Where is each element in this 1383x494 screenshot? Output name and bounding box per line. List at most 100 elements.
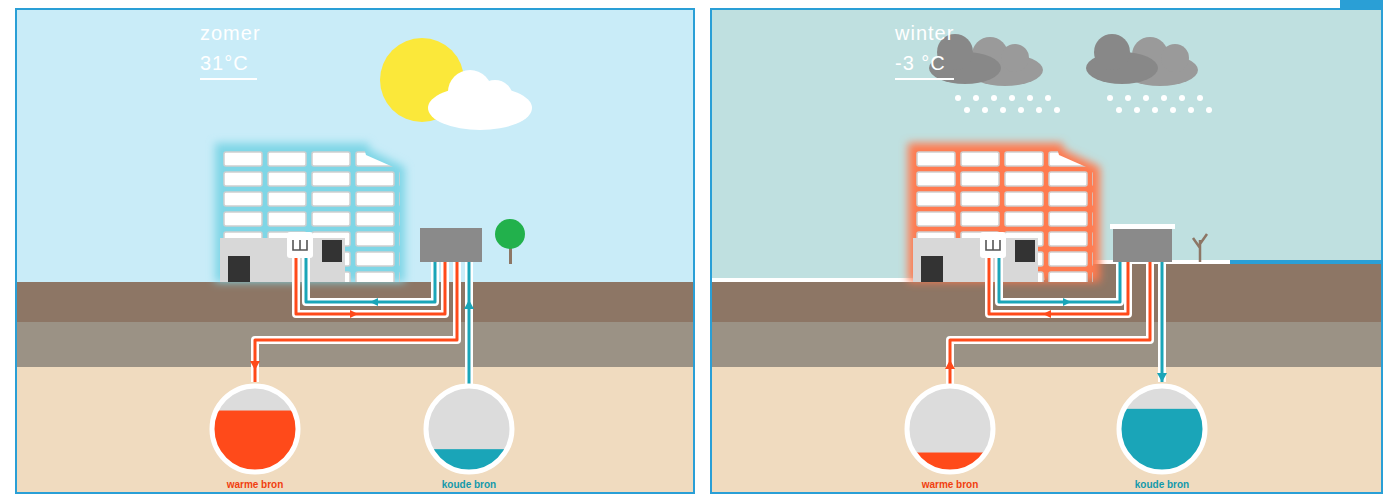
tank-outline-part <box>907 386 993 472</box>
source-tank: warme bron <box>895 383 1005 494</box>
tank-outline <box>904 383 996 475</box>
source-tank: koude bron <box>414 383 524 494</box>
tank-outline <box>423 383 515 475</box>
winter-scene-part <box>1015 240 1035 262</box>
tank-label: koude bron <box>1107 479 1217 490</box>
pipe-connector-part <box>945 360 955 369</box>
winter-scene-part-part <box>1116 107 1122 113</box>
winter-scene-part <box>1110 224 1175 229</box>
winter-scene-part <box>986 240 1000 250</box>
summer-scene-part-part <box>306 258 435 302</box>
pipe-connector-part <box>464 300 474 309</box>
winter-scene-part-part <box>1197 95 1203 101</box>
summer-scene-part <box>287 232 313 258</box>
winter-scene-part-part <box>973 95 979 101</box>
summer-scene-part-part <box>370 298 378 306</box>
winter-scene-part-part <box>1152 107 1158 113</box>
summer-scene-part-part <box>477 80 513 116</box>
winter-scene-part-part <box>999 258 1120 302</box>
winter-scene-part <box>955 95 1212 113</box>
winter-scene-part <box>921 256 943 282</box>
winter-scene-part-part <box>1036 107 1042 113</box>
summer-scene-part <box>293 240 307 250</box>
pipe-connector-part <box>468 262 471 385</box>
winter-scene-part <box>1113 228 1172 262</box>
pipe-connector-part <box>465 262 473 385</box>
winter-scene-part <box>980 232 1006 258</box>
summer-scene-part <box>350 298 378 318</box>
temperature: 31°C <box>200 52 257 80</box>
winter-scene-part <box>989 258 1128 314</box>
winter-scene-part-part <box>1107 95 1113 101</box>
summer-scene-part <box>420 228 482 262</box>
winter-scene-part <box>913 238 1038 282</box>
winter-scene-part-part <box>1063 298 1071 306</box>
winter-scene-part-part <box>1170 107 1176 113</box>
summer-scene-part <box>15 367 695 494</box>
winter-scene-part-part <box>1143 95 1149 101</box>
summer-scene-part <box>15 8 695 494</box>
tank-label: warme bron <box>895 479 1005 490</box>
tank-outline-part <box>1119 386 1205 472</box>
source-tank: warme bron <box>200 383 310 494</box>
winter-scene-part-part <box>1179 95 1185 101</box>
pipe-connector-part <box>1161 262 1164 382</box>
tank-outline-part <box>212 386 298 472</box>
winter-scene-part-part <box>1018 107 1024 113</box>
winter-scene-part <box>710 8 1383 494</box>
pipe-connector-part <box>255 262 457 382</box>
summer-scene-part <box>322 240 342 262</box>
tank-outline <box>1116 383 1208 475</box>
winter-scene-part <box>929 34 1158 84</box>
pipe-connector-part <box>255 262 457 382</box>
winter-scene-part-part <box>1161 44 1189 72</box>
winter-scene-part-part <box>1009 95 1015 101</box>
winter-scene-part <box>710 322 1383 368</box>
summer-scene-part <box>220 238 345 282</box>
summer-scene-part <box>428 70 532 130</box>
winter-scene-part-part <box>1054 107 1060 113</box>
winter-scene-part-part <box>982 107 988 113</box>
summer-scene-part <box>296 258 445 314</box>
pipe-connector-part <box>250 361 260 370</box>
pipe-connector <box>945 262 1167 385</box>
winter-scene-part <box>1193 234 1207 262</box>
winter-scene-part-part <box>991 95 997 101</box>
winter-scene-part-part <box>999 258 1120 302</box>
winter-scene-part-part <box>1043 310 1051 318</box>
summer-scene-part <box>15 322 695 368</box>
temperature: -3 °C <box>895 52 954 80</box>
winter-scene-part-part <box>1161 95 1167 101</box>
season-title: winter <box>895 22 954 45</box>
winter-scene-part-part <box>1027 95 1033 101</box>
pipe-connector-part <box>1158 262 1166 382</box>
winter-scene-part-part <box>1188 107 1194 113</box>
tank-outline-part <box>209 411 301 475</box>
winter-scene-part-part <box>1045 95 1051 101</box>
summer-scene-part <box>228 256 250 282</box>
season-panel: winter -3 °C warme bron koude bron <box>710 8 1383 494</box>
season-title: zomer <box>200 22 261 45</box>
tank-outline-part <box>426 386 512 472</box>
tank-outline <box>209 383 301 475</box>
winter-scene-part-part <box>1134 107 1140 113</box>
summer-scene-part-part <box>296 258 445 314</box>
winter-scene-part-part <box>955 95 961 101</box>
winter-scene-part <box>908 143 1100 282</box>
summer-scene-part-part <box>306 258 435 302</box>
summer-scene-part <box>495 219 525 249</box>
pipe-connector <box>250 262 474 385</box>
summer-scene-part-part <box>296 258 445 314</box>
winter-scene-part-part <box>1001 44 1029 72</box>
tank-outline-part <box>1116 409 1208 475</box>
tank-label: warme bron <box>200 479 310 490</box>
winter-scene-part-part <box>989 258 1128 314</box>
winter-scene-part <box>1043 298 1071 318</box>
tank-label: koude bron <box>414 479 524 490</box>
summer-scene <box>15 8 695 494</box>
winter-scene-part <box>1230 260 1383 264</box>
winter-scene-part-part <box>1206 107 1212 113</box>
source-tank: koude bron <box>1107 383 1217 494</box>
pipe-connector-part <box>950 262 1150 385</box>
